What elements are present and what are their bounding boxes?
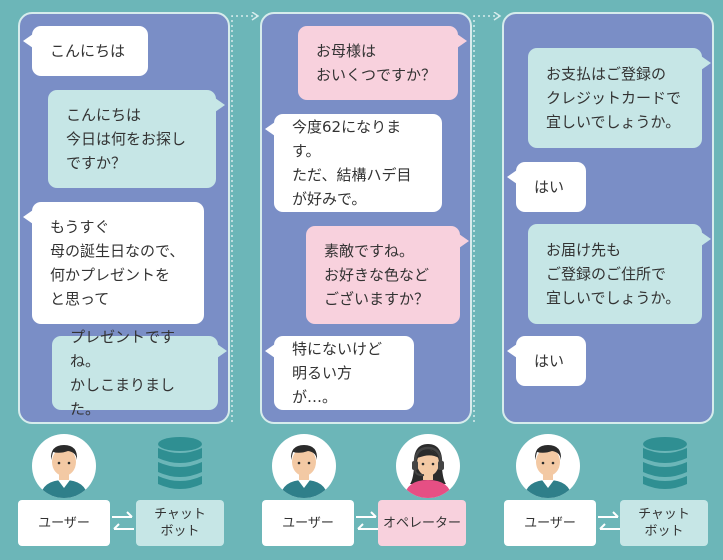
user-avatar-icon xyxy=(32,434,96,498)
bot-message-1: こんにちは 今日は何をお探し ですか？ xyxy=(48,90,225,188)
user-label-box: ユーザー xyxy=(262,500,354,546)
user-message-1: 今度62になります。 ただ、結構ハデ目 が好みで。 xyxy=(265,114,442,212)
database-icon xyxy=(158,437,202,489)
operator-message-1: お母様は おいくつですか？ xyxy=(298,26,467,100)
user-message-2: はい xyxy=(507,336,586,386)
bot-message-1: お支払はご登録の クレジットカードで 宜しいでしょうか。 xyxy=(528,48,711,148)
operator-message-2: 素敵ですね。 お好きな色など ございますか？ xyxy=(306,226,469,324)
user-label-box: ユーザー xyxy=(504,500,596,546)
user-message-1: はい xyxy=(507,162,586,212)
dotted-arrow-icon xyxy=(473,12,502,422)
operator-headset-icon xyxy=(396,434,460,498)
database-icon xyxy=(643,437,687,489)
dotted-arrow-icon xyxy=(231,12,260,422)
user-label-box: ユーザー xyxy=(18,500,110,546)
chatbot-label-box: チャット ボット xyxy=(136,500,224,546)
chatbot-label-box: チャット ボット xyxy=(620,500,708,546)
user-avatar-icon xyxy=(516,434,580,498)
user-avatar-icon xyxy=(272,434,336,498)
chat-panel-user-bot-1: こんにちは こんにちは 今日は何をお探し ですか？ もうすぐ 母の誕生日なので、… xyxy=(18,12,230,424)
operator-label-box: オペレーター xyxy=(378,500,466,546)
user-message-2: もうすぐ 母の誕生日なので、 何かプレゼントを と思って xyxy=(23,202,204,324)
chat-panel-user-bot-2: お支払はご登録の クレジットカードで 宜しいでしょうか。 はい お届け先も ご登… xyxy=(502,12,714,424)
arrows-icon xyxy=(112,511,134,530)
arrows-icon xyxy=(598,511,620,530)
user-message-1: こんにちは xyxy=(23,26,148,76)
bot-message-2: お届け先も ご登録のご住所で 宜しいでしょうか。 xyxy=(528,224,711,324)
arrows-icon xyxy=(356,511,378,530)
chat-panel-user-operator: お母様は おいくつですか？ 今度62になります。 ただ、結構ハデ目 が好みで。 … xyxy=(260,12,472,424)
bot-message-2: プレゼントですね。 かしこまりました。 xyxy=(52,328,227,418)
user-message-2: 特にないけど 明るい方が…。 xyxy=(265,336,414,410)
